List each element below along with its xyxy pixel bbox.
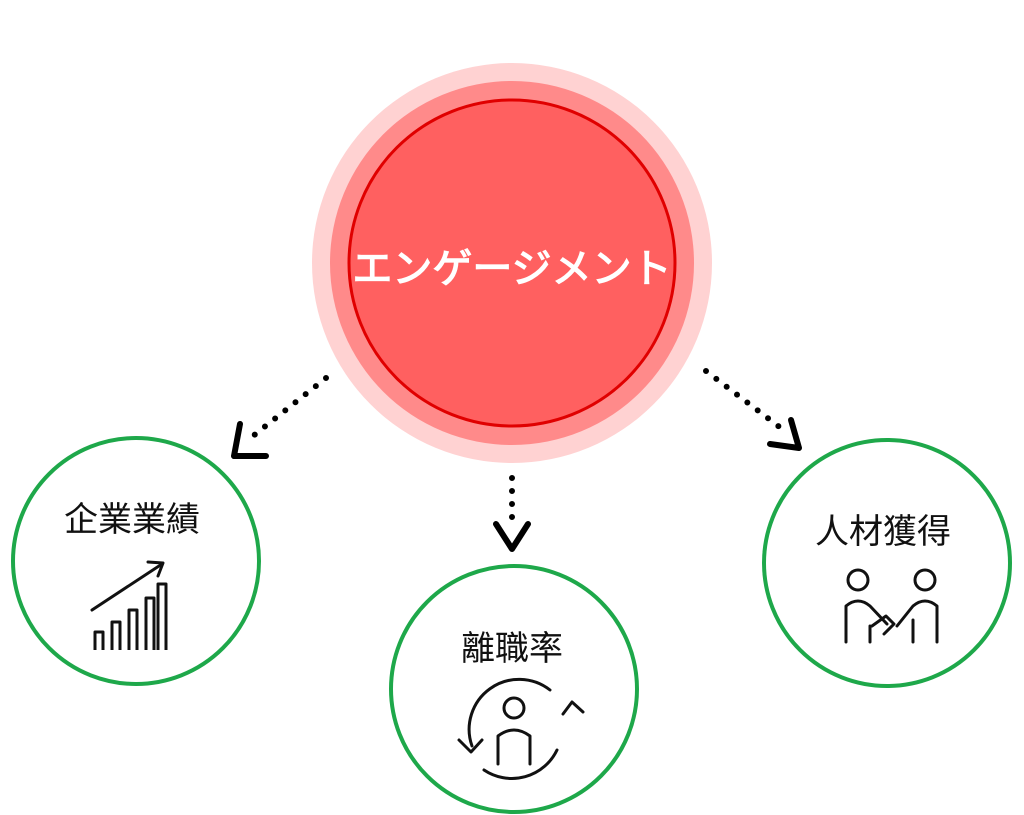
node-performance: 企業業績	[11, 436, 261, 686]
center-node: エンゲージメント	[312, 63, 712, 463]
center-core	[347, 98, 677, 428]
node-recruitment-border	[762, 438, 1012, 688]
arrow-to-performance	[231, 375, 329, 459]
node-recruitment-label: 人材獲得	[815, 512, 951, 552]
node-turnover-border	[389, 564, 639, 814]
arrow-to-recruitment	[703, 368, 802, 451]
arrowhead-turnover	[493, 521, 531, 552]
arrow-line-recruitment	[703, 368, 789, 435]
handshake-people-icon	[844, 568, 939, 644]
arrow-to-turnover	[493, 475, 531, 552]
node-turnover: 離職率	[389, 564, 639, 814]
node-turnover-label: 離職率	[461, 629, 563, 669]
arrowhead-performance	[231, 421, 269, 459]
arrow-line-performance	[245, 375, 329, 443]
arrowhead-recruitment	[767, 417, 802, 451]
node-recruitment: 人材獲得	[762, 438, 1012, 688]
node-performance-border	[11, 436, 261, 686]
person-cycle-icon	[457, 677, 585, 780]
center-label: エンゲージメント	[352, 246, 671, 292]
bar-chart-growth-icon	[90, 560, 168, 650]
node-performance-label: 企業業績	[64, 500, 200, 540]
